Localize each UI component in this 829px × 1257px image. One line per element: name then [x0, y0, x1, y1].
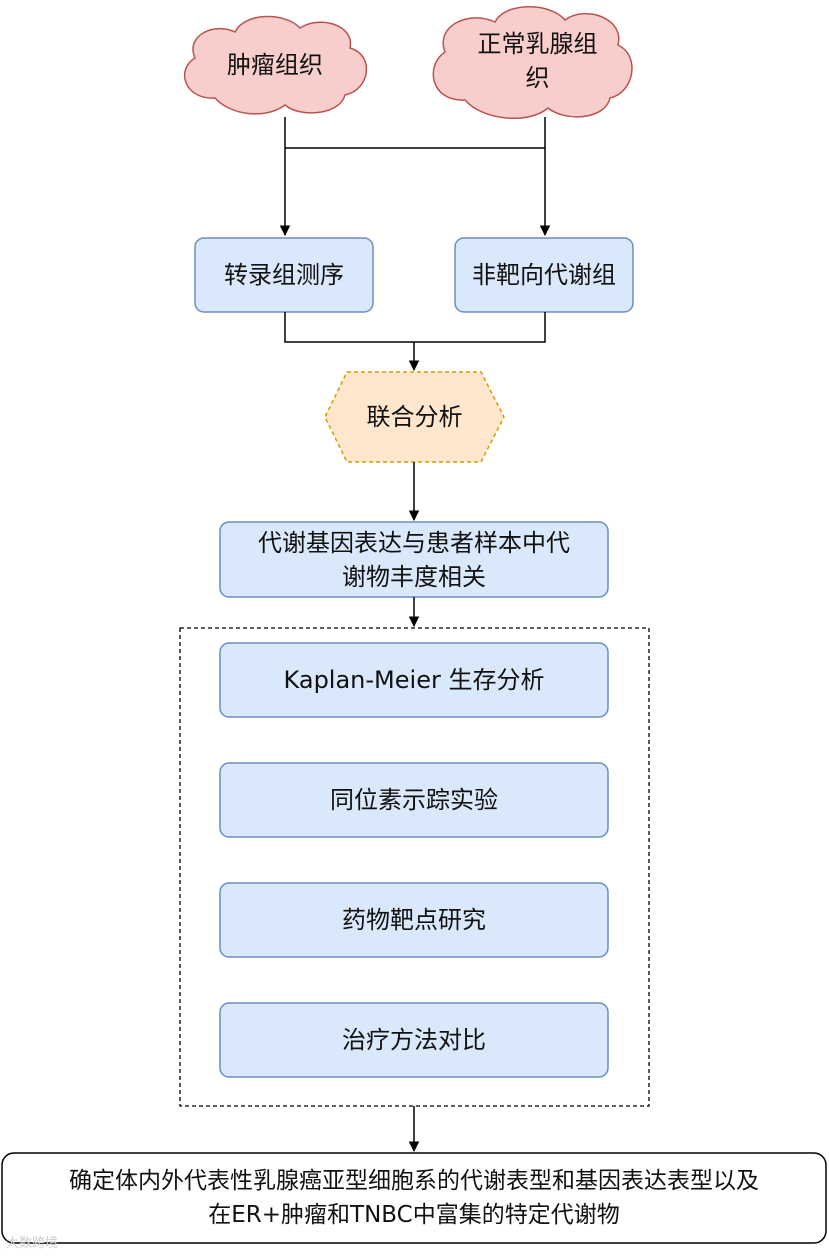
validation-group-border — [179, 627, 650, 1107]
target-label: 药物靶点研究 — [342, 906, 486, 934]
therapy-label: 治疗方法对比 — [342, 1026, 486, 1054]
conclusion-box — [1, 1152, 827, 1244]
tumor-cloud-shape — [184, 15, 367, 115]
conclusion-label: 确定体内外代表性乳腺癌亚型细胞系的代谢表型和基因表达表型以及 在ER+肿瘤和TN… — [69, 1168, 759, 1228]
normal-tissue-label: 正常乳腺组 织 — [477, 30, 598, 92]
km-box — [219, 642, 609, 718]
methods-merge-line — [284, 312, 546, 343]
target-box — [219, 882, 609, 958]
watermark-text: 大数跨境 — [6, 1236, 59, 1251]
joint-analysis-label: 联合分析 — [366, 403, 463, 431]
joint-analysis-hexagon — [324, 371, 505, 463]
correlation-label: 代谢基因表达与患者样本中代 谢物丰度相关 — [258, 528, 570, 591]
transcriptome-box — [194, 237, 374, 313]
isotope-label: 同位素示踪实验 — [330, 786, 498, 814]
transcriptome-label: 转录组测序 — [224, 261, 344, 289]
tumor-tissue-label: 肿瘤组织 — [227, 51, 323, 79]
therapy-box — [219, 1002, 609, 1078]
km-label: Kaplan-Meier 生存分析 — [283, 666, 545, 694]
metabolome-label: 非靶向代谢组 — [472, 261, 616, 289]
normal-tissue-cloud-shape — [432, 6, 633, 120]
metabolome-box — [454, 237, 634, 313]
isotope-box — [219, 762, 609, 838]
